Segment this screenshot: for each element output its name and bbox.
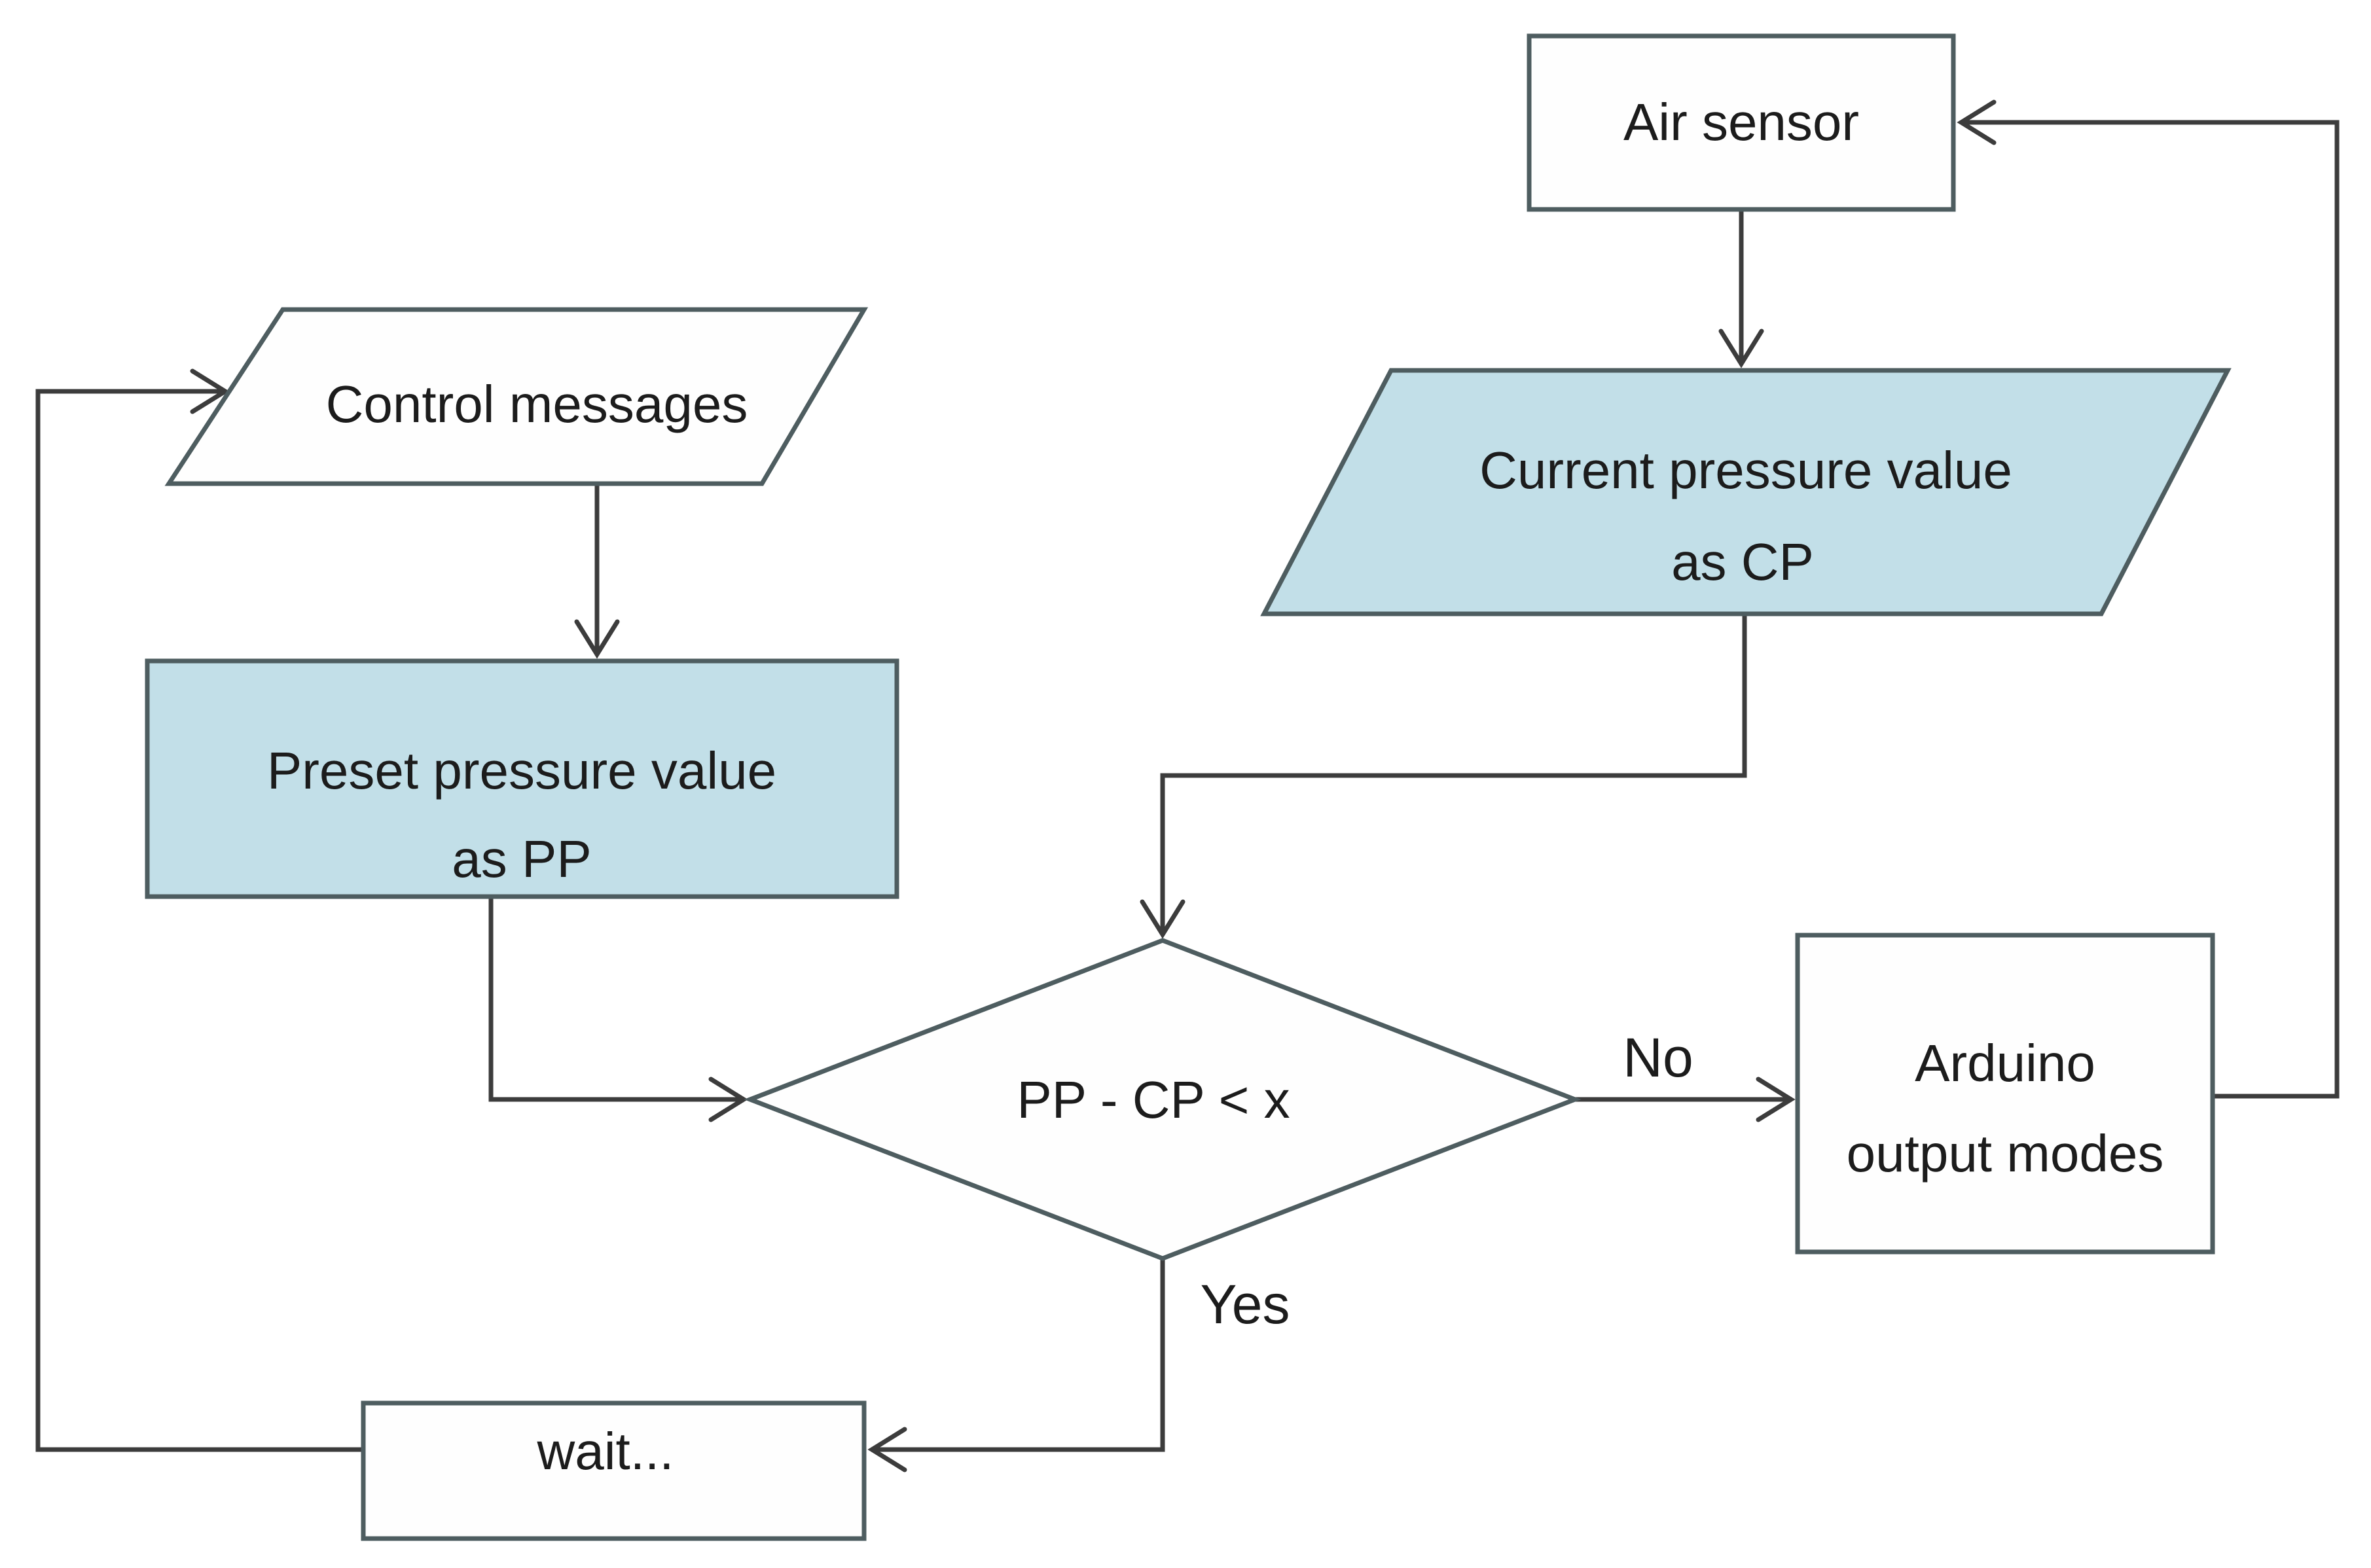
- node-air-sensor: [1527, 33, 1956, 212]
- edge-current-pressure-to-decision: [1140, 615, 1747, 939]
- current-pressure-label-line1: Current pressure value: [1479, 441, 2012, 499]
- control-messages-label: Control messages: [326, 375, 748, 433]
- node-preset-pressure: [145, 658, 899, 899]
- node-decision-diamond: [744, 938, 1582, 1261]
- current-pressure-label-line2: as CP: [1671, 533, 1814, 591]
- edge-wait-loop-to-control-messages: [35, 368, 363, 1452]
- decision-label: PP - CP < x: [1017, 1071, 1290, 1129]
- air-sensor-label: Air sensor: [1623, 93, 1859, 151]
- arduino-label-line1: Arduino: [1915, 1034, 2095, 1092]
- edge-arduino-loop-to-air-sensor: [1957, 99, 2340, 1099]
- edge-label-no: No: [1623, 1027, 1693, 1088]
- node-control-messages-parallelogram: [164, 307, 869, 486]
- arduino-label-line2: output modes: [1847, 1124, 2164, 1183]
- preset-pressure-label-line1: Preset pressure value: [267, 741, 776, 800]
- node-arduino-output: [1795, 933, 2215, 1255]
- edge-label-yes: Yes: [1200, 1274, 1290, 1335]
- node-wait: [361, 1400, 867, 1541]
- edge-decision-yes-to-wait: [867, 1260, 1165, 1472]
- wait-label: wait...: [537, 1422, 674, 1480]
- node-current-pressure-parallelogram: [1260, 368, 2232, 616]
- edge-preset-pressure-to-decision: [488, 898, 748, 1122]
- preset-pressure-label-line2: as PP: [452, 830, 591, 888]
